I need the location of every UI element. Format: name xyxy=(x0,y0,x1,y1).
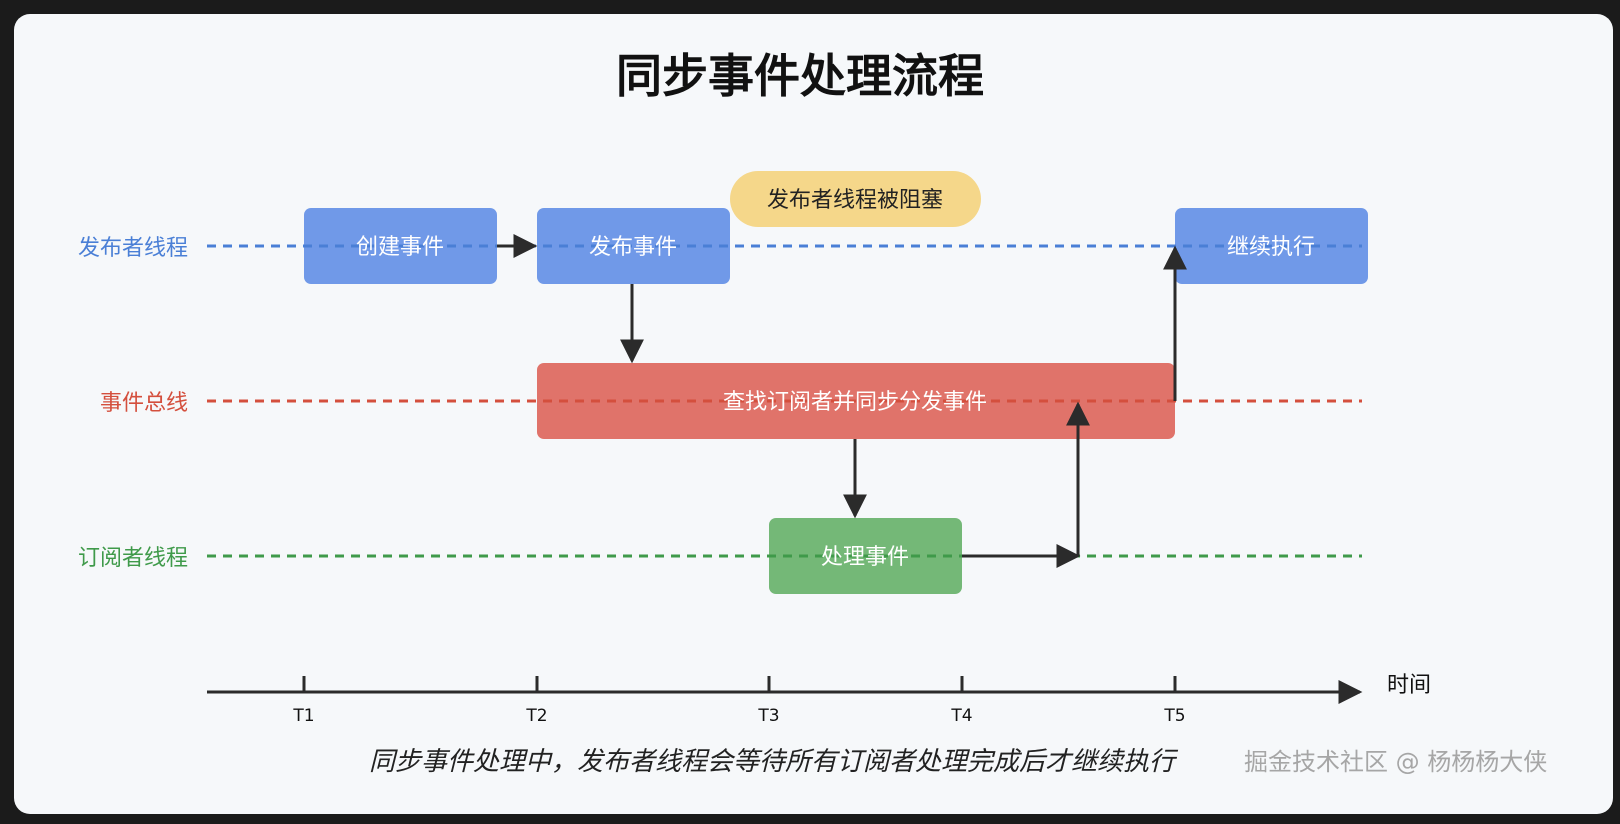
box-publish-event-label: 发布事件 xyxy=(589,235,677,260)
tick-label-t2: T2 xyxy=(525,706,547,726)
box-create-event-label: 创建事件 xyxy=(356,235,444,260)
box-handle-event-label: 处理事件 xyxy=(821,545,909,570)
box-publish-event xyxy=(537,208,730,284)
blocked-note-text: 发布者线程被阻塞 xyxy=(767,188,943,213)
diagram-canvas: 同步事件处理流程 发布者线程 事件总线 订阅者线程 发布者线程被阻塞 创建事件 … xyxy=(14,14,1613,814)
diagram-title: 同步事件处理流程 xyxy=(616,49,984,103)
tick-label-t5: T5 xyxy=(1163,706,1185,726)
time-axis-label: 时间 xyxy=(1387,673,1431,698)
lane-label-bus: 事件总线 xyxy=(100,391,188,416)
tick-label-t1: T1 xyxy=(292,706,314,726)
diagram-caption: 同步事件处理中，发布者线程会等待所有订阅者处理完成后才继续执行 xyxy=(369,747,1179,777)
lane-label-subscriber: 订阅者线程 xyxy=(78,546,188,571)
watermark: 掘金技术社区 @ 杨杨杨大侠 xyxy=(1244,748,1547,776)
lane-label-publisher: 发布者线程 xyxy=(78,236,188,261)
tick-label-t3: T3 xyxy=(757,706,779,726)
tick-label-t4: T4 xyxy=(950,706,972,726)
blocked-note xyxy=(730,171,981,227)
box-continue-execution-label: 继续执行 xyxy=(1227,235,1315,260)
box-dispatch-event-label: 查找订阅者并同步分发事件 xyxy=(723,390,987,415)
sequence-diagram: 同步事件处理流程 发布者线程 事件总线 订阅者线程 发布者线程被阻塞 创建事件 … xyxy=(78,49,1547,777)
